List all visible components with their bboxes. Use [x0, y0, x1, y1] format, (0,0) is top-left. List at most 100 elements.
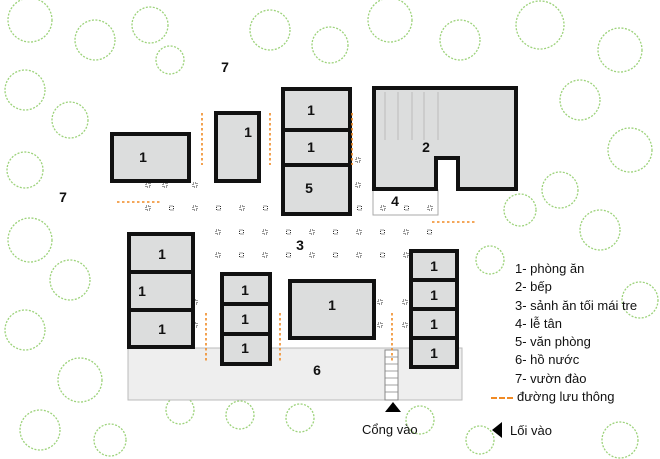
entry-arrow-icon: [492, 422, 502, 438]
column-mark: [239, 229, 244, 235]
tree-symbol: [249, 9, 291, 51]
tree-symbol: [465, 425, 495, 455]
column-mark: [239, 205, 245, 211]
gate-arrow-icon: [385, 402, 401, 412]
tree-symbol: [475, 245, 505, 275]
legend: 1- phòng ăn 2- bếp 3- sảnh ăn tối mái tr…: [491, 260, 638, 406]
column-mark: [377, 322, 383, 328]
tree-symbol: [4, 309, 46, 351]
label-reception: 4: [391, 193, 399, 209]
label-dining-g4: 1: [430, 345, 438, 361]
column-mark: [215, 229, 221, 235]
column-mark: [356, 229, 362, 235]
column-mark: [403, 252, 409, 258]
entry-legend: Lối vào: [492, 422, 552, 438]
dashed-arrow-icon: [491, 396, 513, 399]
label-dining-d2: 1: [138, 283, 146, 299]
office: [281, 163, 352, 216]
label-kitchen: 2: [422, 139, 430, 155]
legend-item-circulation: đường lưu thông: [491, 388, 637, 406]
column-mark: [309, 252, 315, 258]
label-dining-e1: 1: [241, 282, 249, 298]
label-dining-e3: 1: [241, 340, 249, 356]
column-mark: [333, 229, 338, 235]
label-office: 5: [305, 180, 313, 196]
column-mark: [427, 205, 433, 211]
label-garden-left: 7: [59, 189, 67, 205]
column-mark: [355, 157, 361, 163]
tree-symbol: [541, 171, 579, 209]
label-hall: 3: [296, 237, 304, 253]
tree-symbol: [311, 26, 349, 64]
label-dining-e2: 1: [241, 311, 249, 327]
label-pond: 6: [313, 362, 321, 378]
column-mark: [377, 299, 383, 305]
tree-symbol: [74, 19, 116, 61]
column-mark: [216, 205, 221, 211]
tree-symbol: [131, 6, 169, 44]
column-mark: [402, 322, 408, 328]
column-mark: [357, 205, 362, 211]
entry-stair: [384, 349, 399, 401]
tree-symbol: [57, 357, 103, 403]
column-mark: [262, 252, 268, 258]
dining-room-d3: [127, 308, 195, 349]
column-mark: [145, 205, 151, 211]
column-mark: [162, 182, 168, 188]
legend-item: 6- hồ nước: [515, 352, 580, 368]
legend-item: 2- bếp: [515, 279, 552, 295]
column-mark: [169, 205, 174, 211]
column-mark: [380, 205, 386, 211]
tree-symbol: [405, 405, 435, 435]
tree-symbol: [19, 409, 61, 451]
kitchen: [372, 86, 518, 191]
tree-symbol: [621, 281, 659, 319]
tree-symbol: [601, 421, 639, 459]
dining-room-e2: [220, 302, 272, 336]
entry-label: Lối vào: [510, 422, 552, 438]
legend-item: 4- lễ tân: [515, 315, 562, 331]
tree-symbol: [49, 259, 91, 301]
column-mark: [333, 252, 338, 258]
tree-symbol: [165, 395, 195, 425]
tree-symbol: [515, 0, 565, 50]
legend-item: 5- văn phòng: [515, 334, 591, 350]
dining-room-f: [288, 279, 376, 340]
label-dining-f: 1: [328, 297, 336, 313]
tree-symbol: [439, 19, 481, 61]
tree-symbol: [225, 400, 255, 430]
column-mark: [192, 205, 198, 211]
tree-symbol: [51, 101, 89, 139]
column-mark: [404, 205, 409, 211]
gate-label: Cổng vào: [362, 422, 418, 437]
dining-room-c2: [281, 128, 352, 167]
label-garden-top: 7: [221, 59, 229, 75]
tree-symbol: [579, 209, 621, 251]
column-mark: [286, 252, 291, 258]
tree-symbol: [285, 403, 315, 433]
tree-symbol: [93, 423, 127, 457]
legend-item: 3- sảnh ăn tối mái tre: [515, 297, 638, 313]
dining-room-a: [110, 132, 191, 183]
label-dining-g1: 1: [430, 258, 438, 274]
tree-symbol: [367, 0, 413, 43]
column-mark: [145, 182, 151, 188]
legend-circulation-label: đường lưu thông: [517, 389, 615, 405]
column-mark: [262, 229, 268, 235]
tree-symbol: [559, 79, 601, 121]
column-mark: [355, 182, 361, 188]
label-dining-g2: 1: [430, 287, 438, 303]
circulation-arrows: [117, 113, 475, 363]
column-mark: [402, 299, 408, 305]
legend-item: 1- phòng ăn: [515, 261, 585, 276]
column-mark: [215, 252, 221, 258]
pond: [127, 347, 463, 401]
tree-symbol: [6, 151, 44, 189]
tree-symbol: [7, 0, 53, 43]
label-dining-a: 1: [139, 149, 147, 165]
reception-area: [372, 189, 439, 216]
tree-symbol: [607, 127, 653, 173]
column-mark: [356, 252, 362, 258]
column-mark: [309, 229, 315, 235]
